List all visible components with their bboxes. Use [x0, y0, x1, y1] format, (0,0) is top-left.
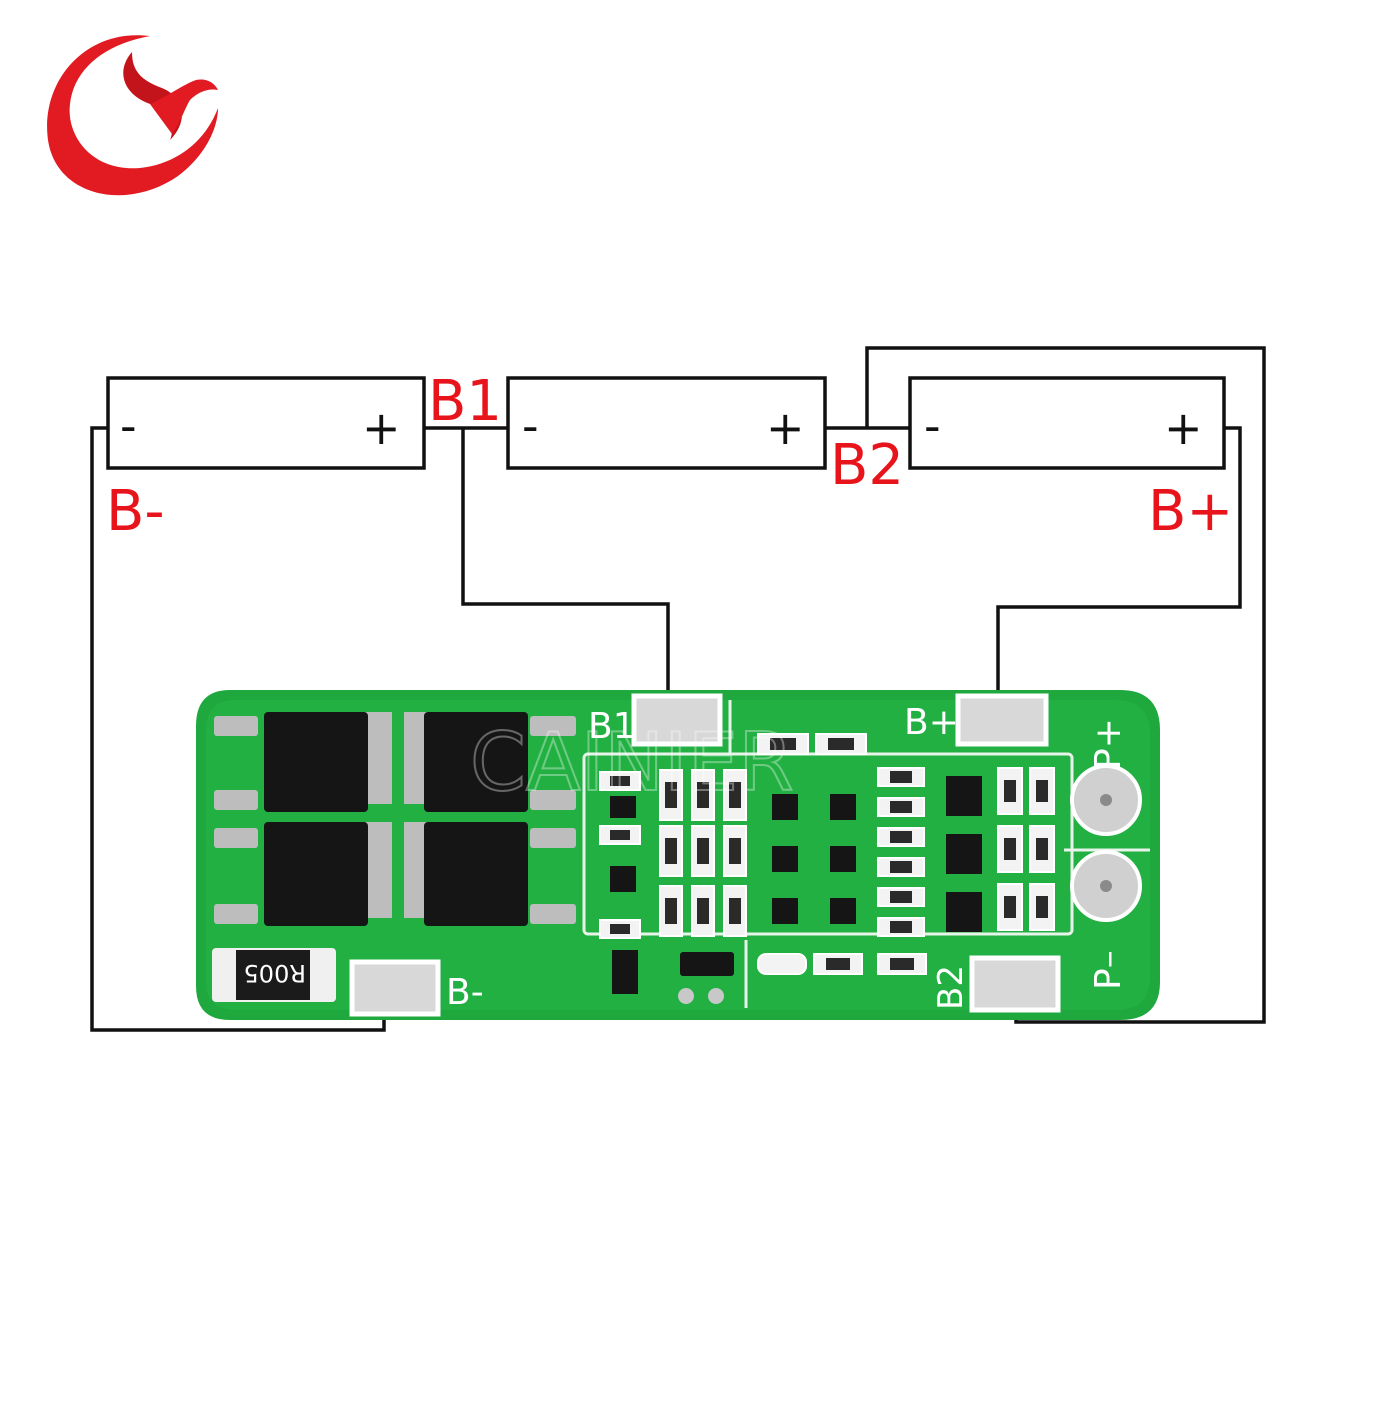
- silk-p-plus: P+: [1088, 718, 1129, 770]
- wire-b-plus: [996, 426, 1242, 712]
- silk-b2: B2: [931, 965, 971, 1010]
- shunt-marking: R005: [244, 959, 306, 987]
- cell-3-minus: -: [924, 399, 941, 453]
- pad-b1: [631, 693, 723, 747]
- mosfet-group: [214, 712, 576, 926]
- label-b-minus: B-: [106, 479, 165, 544]
- cell-1-minus: -: [120, 399, 137, 453]
- smd-components: [599, 733, 1055, 1004]
- cell-2-plus: +: [766, 401, 805, 455]
- cell-3-plus: +: [1164, 401, 1203, 455]
- silk-b-plus: B+: [904, 702, 959, 743]
- battery-cell-3: - +: [908, 376, 1226, 470]
- shunt-resistor: R005: [212, 948, 336, 1002]
- battery-cell-1: - +: [106, 376, 426, 470]
- brand-logo: [47, 35, 219, 196]
- pad-b2: [969, 955, 1061, 1013]
- label-b-plus: B+: [1148, 479, 1233, 544]
- cell-1-plus: +: [362, 401, 401, 455]
- wire-b1-sense: [461, 428, 670, 714]
- label-b2: B2: [830, 433, 904, 498]
- watermark: CAINIER: [470, 716, 794, 809]
- pad-b-minus: [349, 959, 441, 1017]
- silk-b-minus: B-: [446, 972, 484, 1013]
- silk-b1: B1: [588, 706, 636, 747]
- label-b1: B1: [428, 369, 502, 434]
- pad-b-plus: [955, 693, 1049, 747]
- protection-board: R005: [196, 690, 1160, 1020]
- battery-cell-2: - +: [506, 376, 827, 470]
- cell-2-minus: -: [522, 399, 539, 453]
- silk-p-minus: P–: [1088, 950, 1129, 990]
